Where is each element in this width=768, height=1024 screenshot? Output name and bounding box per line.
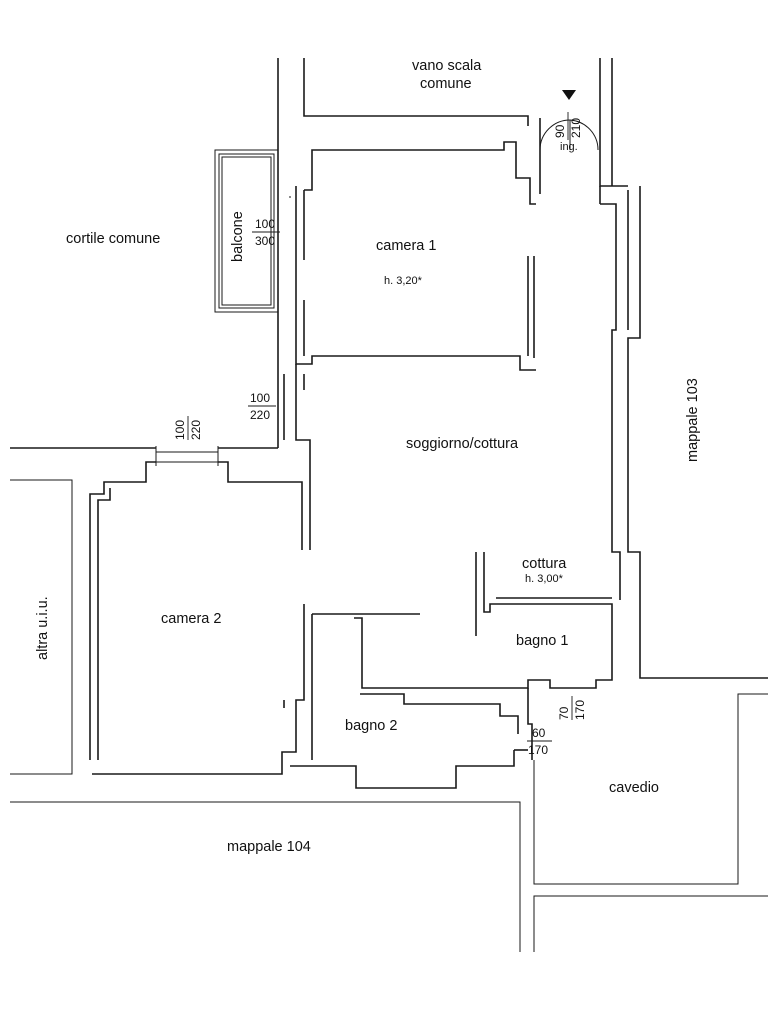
label-vano-scala-2: comune (420, 76, 472, 92)
dim-bagno2-window: 60 170 (527, 726, 552, 757)
soggiorno-walls (283, 118, 621, 600)
entrance-door (539, 90, 599, 151)
site-lines (10, 58, 768, 952)
label-camera1-height: h. 3,20* (384, 275, 423, 287)
label-mappale-103: mappale 103 (685, 378, 701, 462)
label-bagno1: bagno 1 (516, 633, 568, 649)
dim-bagno2-window-height: 170 (528, 743, 548, 757)
dim-door-width: 90 (553, 124, 567, 138)
dim-window-camera2: 100 220 (173, 416, 203, 440)
dim-window-height: 220 (250, 408, 270, 422)
label-balcone: balcone (230, 211, 246, 262)
label-soggiorno: soggiorno/cottura (406, 436, 519, 452)
label-cavedio: cavedio (609, 780, 659, 796)
dim-window-width: 100 (250, 391, 270, 405)
dim-bagno1-window-height: 170 (573, 700, 587, 720)
balcone-outline (214, 149, 279, 313)
dim-door: 90 210 (553, 112, 583, 140)
dim-camera2-window-height: 220 (189, 420, 203, 440)
label-camera1: camera 1 (376, 238, 436, 254)
dim-door-height: 210 (569, 118, 583, 138)
dim-bagno1-window-width: 70 (557, 706, 571, 720)
label-cortile: cortile comune (66, 231, 160, 247)
label-bagno2: bagno 2 (345, 718, 397, 734)
dim-window-soggiorno: 100 220 (248, 391, 276, 422)
entrance-arrow-icon (562, 90, 576, 100)
dim-balcone-height: 300 (255, 234, 275, 248)
label-camera2: camera 2 (161, 611, 221, 627)
camera1-walls (289, 141, 536, 371)
label-mappale-104: mappale 104 (227, 839, 311, 855)
label-vano-scala-1: vano scala (412, 58, 482, 74)
dim-bagno2-window-width: 60 (532, 726, 546, 740)
label-ingresso: ing. (560, 141, 578, 153)
dim-camera2-window-width: 100 (173, 420, 187, 440)
dim-balcone-width: 100 (255, 217, 275, 231)
dim-balcone: 100 300 (252, 217, 280, 248)
bagno2-walls (290, 614, 533, 789)
label-cottura-height: h. 3,00* (525, 573, 564, 585)
camera2-walls (89, 446, 305, 775)
bagno1-walls (312, 552, 613, 689)
label-cottura: cottura (522, 556, 567, 572)
dim-bagno1-window: 70 170 (557, 696, 587, 720)
label-altra-uiu: altra u.i.u. (35, 596, 51, 660)
